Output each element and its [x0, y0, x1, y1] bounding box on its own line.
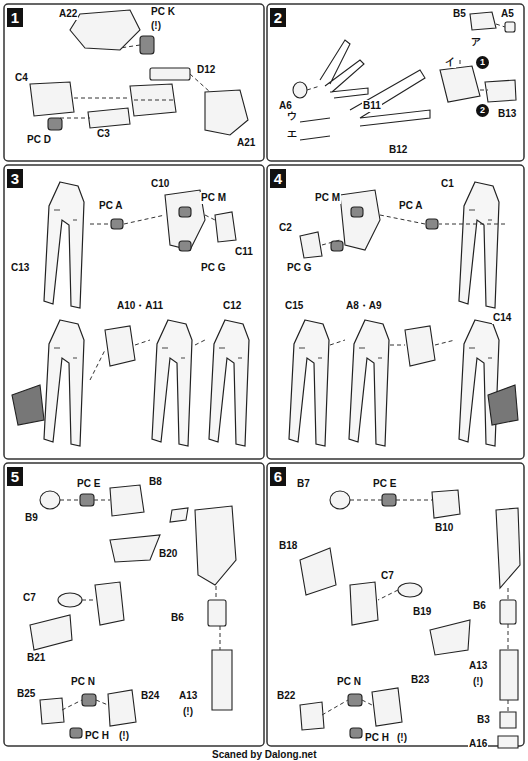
part-label: C10 — [150, 178, 170, 190]
part-label: B6 — [472, 600, 487, 612]
step-number: 2 — [270, 8, 286, 27]
part-label: PC N — [336, 676, 362, 688]
part-label: PC M — [200, 192, 227, 204]
part-label: C7 — [22, 592, 37, 604]
part-label: C1 — [440, 178, 455, 190]
part-label: ア — [470, 36, 482, 48]
part-label: B5 — [452, 8, 467, 20]
part-label: B25 — [16, 688, 36, 700]
part-label: B9 — [24, 512, 39, 524]
part-label: A16 — [468, 738, 488, 750]
step-number: 4 — [270, 169, 286, 188]
part-label: PC H — [364, 732, 390, 744]
part-label: D12 — [196, 64, 216, 76]
part-label: B8 — [148, 476, 163, 488]
part-label: PC D — [26, 134, 52, 146]
part-label: イ — [444, 56, 456, 68]
part-label: (!) — [182, 706, 194, 718]
part-label: B6 — [170, 612, 185, 624]
step-number: 6 — [270, 467, 286, 486]
step-number: 1 — [7, 8, 23, 27]
part-label: A8・A9 — [345, 300, 383, 312]
part-label: B7 — [296, 478, 311, 490]
part-label: B19 — [412, 606, 432, 618]
part-label: PC K — [150, 6, 176, 18]
part-label: C12 — [222, 300, 242, 312]
part-label: A13 — [178, 690, 198, 702]
part-label: C14 — [492, 312, 512, 324]
part-label: B13 — [497, 108, 517, 120]
part-label: B23 — [410, 674, 430, 686]
part-label: PC E — [76, 478, 101, 490]
step-number: 3 — [7, 169, 23, 188]
part-label: B22 — [276, 690, 296, 702]
part-label: B18 — [278, 540, 298, 552]
order-marker: 2 — [476, 104, 489, 117]
part-label: (!) — [472, 676, 484, 688]
part-label: PC G — [286, 262, 312, 274]
watermark: Scaned by Dalong.net — [211, 749, 317, 761]
part-label: ウ — [286, 110, 298, 122]
order-marker: 1 — [476, 56, 489, 69]
part-label: A10・A11 — [116, 300, 164, 312]
part-label: B24 — [140, 690, 160, 702]
part-label: PC E — [372, 478, 397, 490]
part-label: PC N — [70, 676, 96, 688]
part-label: B21 — [26, 652, 46, 664]
part-label: エ — [286, 128, 298, 140]
part-label: PC M — [314, 192, 341, 204]
part-label: PC A — [98, 200, 124, 212]
part-label: A13 — [468, 660, 488, 672]
part-label: C7 — [380, 570, 395, 582]
part-label: PC A — [398, 200, 424, 212]
part-label: (!) — [150, 20, 162, 32]
part-label: C3 — [96, 128, 111, 140]
part-label: B20 — [158, 548, 178, 560]
part-label: (!) — [396, 732, 408, 744]
part-label: A5 — [500, 8, 515, 20]
part-label: PC G — [200, 262, 226, 274]
part-label: C2 — [278, 222, 293, 234]
part-label: A21 — [236, 137, 256, 149]
part-label: PC H — [84, 730, 110, 742]
part-label: C4 — [14, 72, 29, 84]
part-label: B12 — [388, 144, 408, 156]
part-label: C13 — [10, 262, 30, 274]
part-label: B10 — [434, 522, 454, 534]
part-label: C11 — [234, 246, 254, 258]
part-label: C15 — [284, 300, 304, 312]
part-label: B11 — [362, 100, 382, 112]
part-label: (!) — [118, 730, 130, 742]
part-label: B3 — [476, 714, 491, 726]
step-number: 5 — [7, 467, 23, 486]
part-label: A22 — [58, 8, 78, 20]
